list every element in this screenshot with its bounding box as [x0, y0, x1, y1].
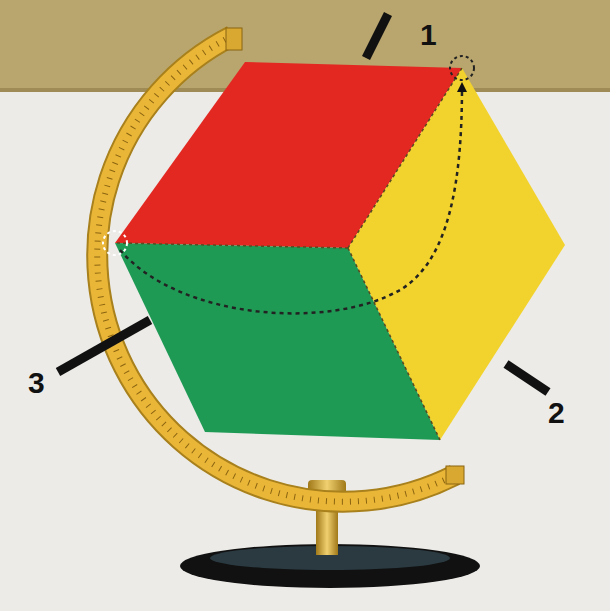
ring-end [446, 466, 464, 484]
cube-edges [115, 68, 462, 440]
rotation-path [120, 86, 462, 313]
pointer-3 [58, 320, 150, 372]
green-face [115, 243, 440, 440]
vertex-marker [103, 231, 127, 255]
pointer-2 [506, 364, 548, 392]
cube [115, 62, 565, 440]
callout-number: 2 [548, 398, 565, 428]
callout-number: 1 [420, 20, 437, 50]
pointer-1 [366, 14, 388, 58]
ring-end [226, 28, 242, 50]
callout-number: 3 [28, 368, 45, 398]
vertex-marker [450, 56, 474, 80]
